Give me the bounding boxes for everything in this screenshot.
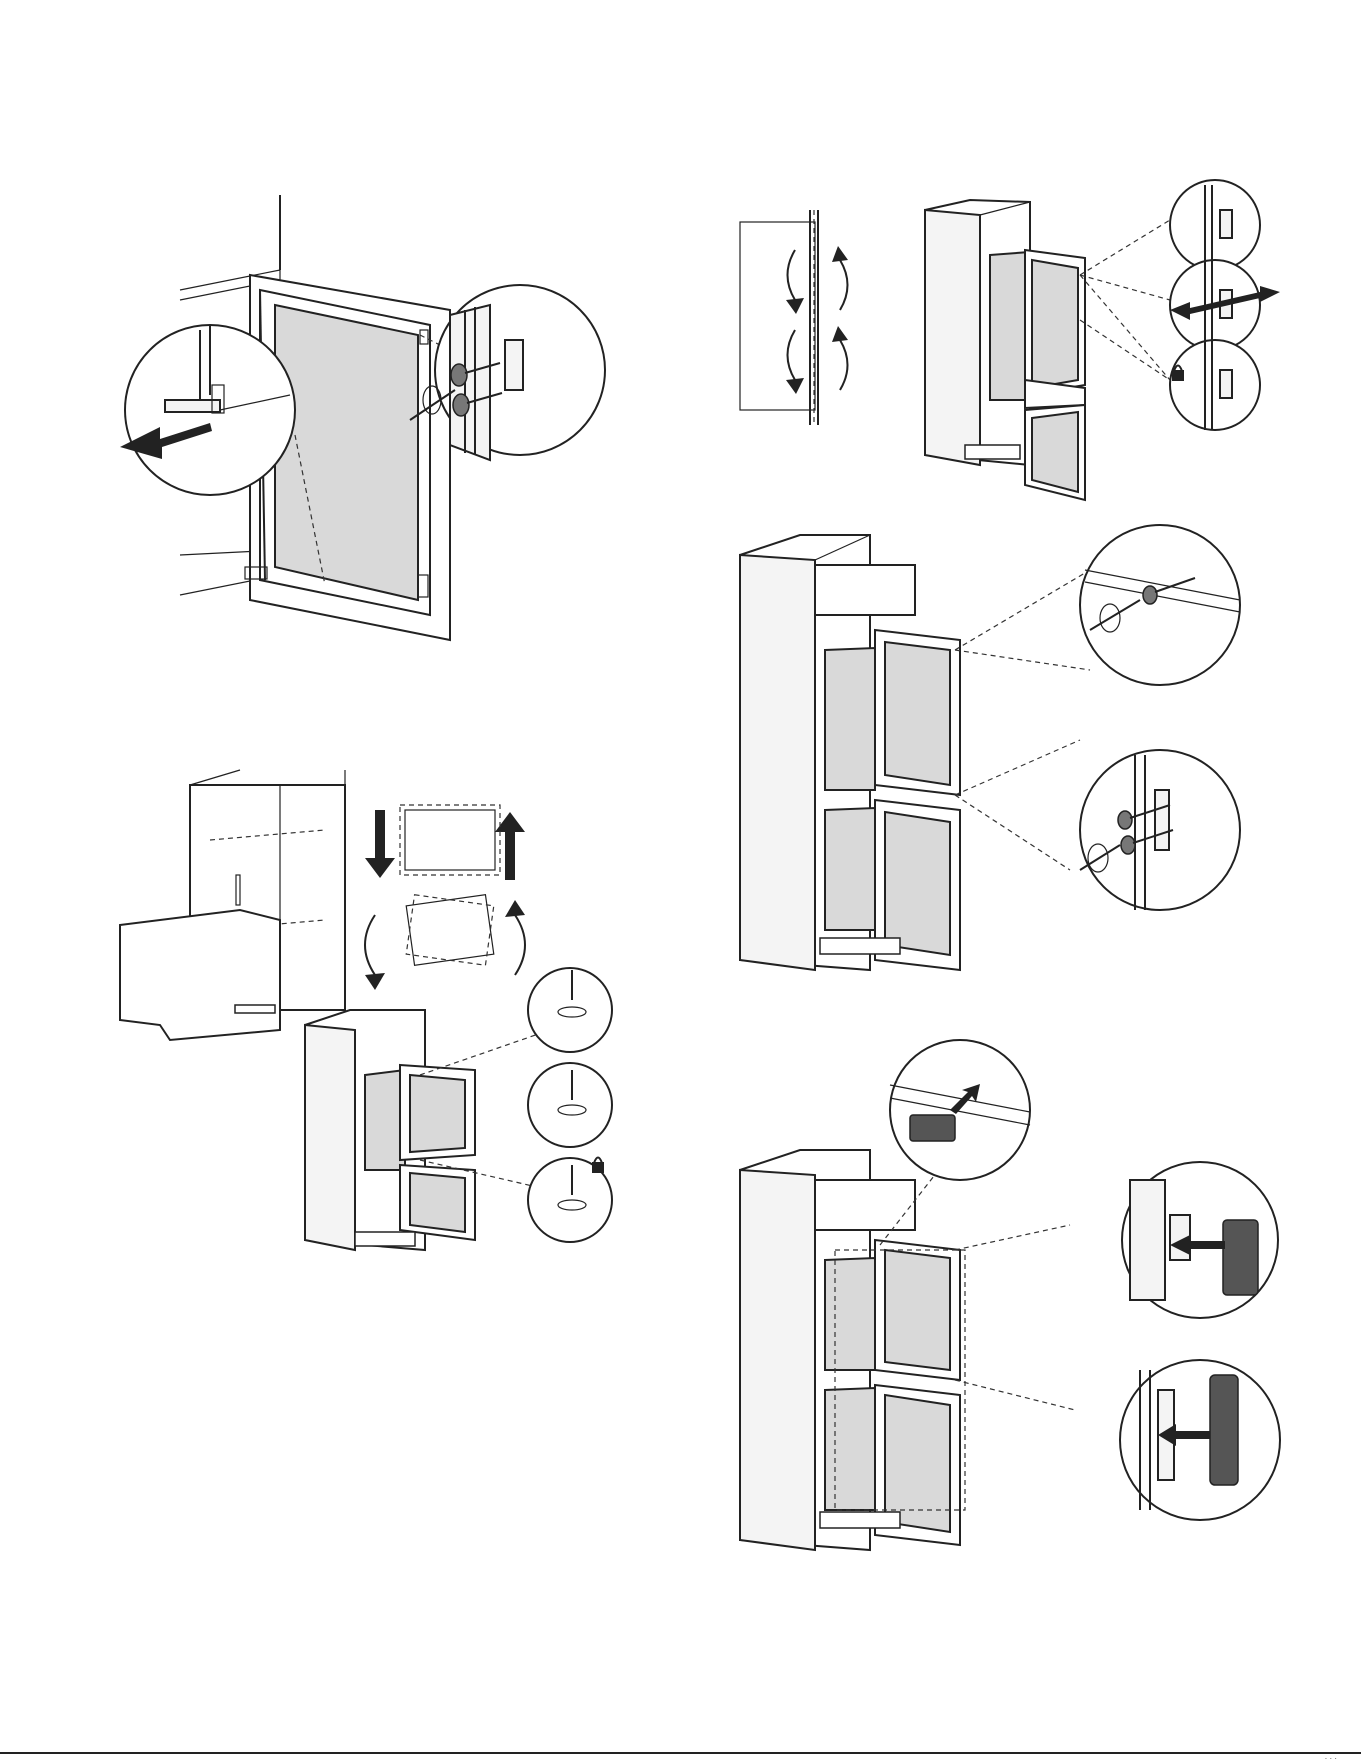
- figure-hinge-cover-fitting: [740, 1050, 1280, 1550]
- figure-door-panel-removal: [120, 195, 650, 645]
- figure-door-fixing-screws: [740, 530, 1280, 970]
- figure-door-alignment: [120, 770, 660, 1280]
- figure-hinge-adjustment: [740, 180, 1280, 480]
- page-footer-text: · · ·: [1325, 1754, 1337, 1763]
- page-footer-rule: [0, 1752, 1361, 1754]
